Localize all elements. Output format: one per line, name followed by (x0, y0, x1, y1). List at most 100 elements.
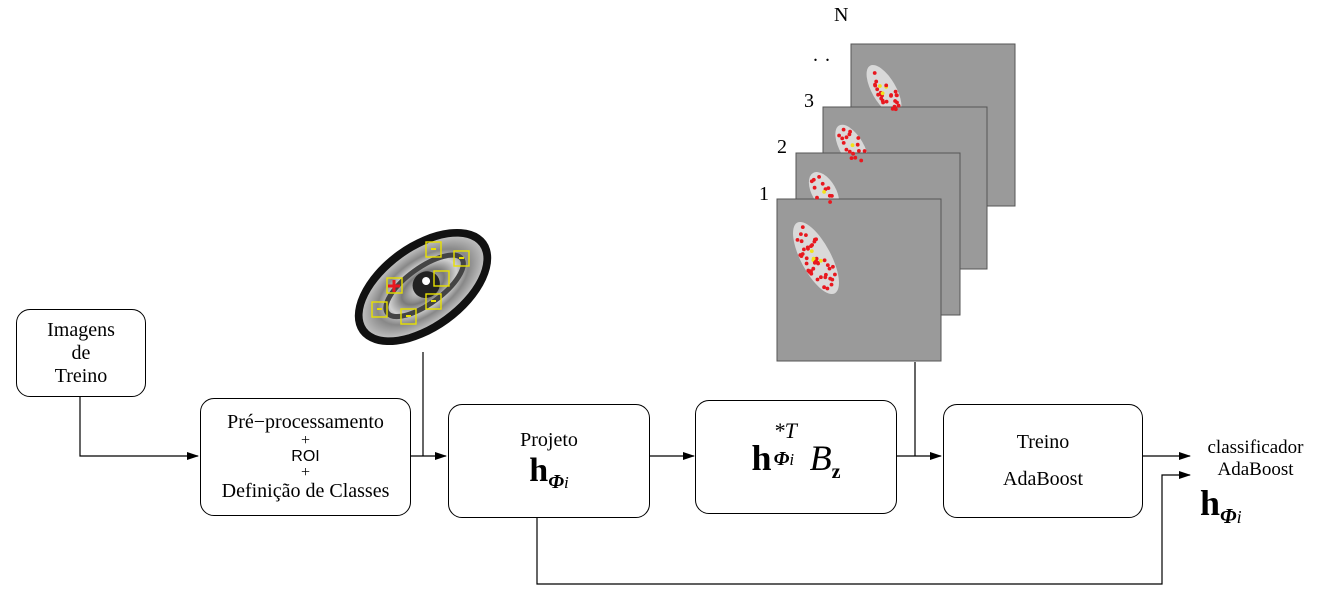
scatter-dot (813, 237, 817, 242)
scatter-dot (884, 99, 889, 104)
scatter-dot (895, 93, 899, 98)
scatter-dot (862, 149, 867, 153)
stack-label-1: 1 (759, 183, 769, 205)
scatter-dot (819, 275, 823, 280)
feedback-line-projeto-to-output (536, 471, 1191, 585)
scatter-dot (828, 200, 832, 204)
scatter-dot (815, 195, 819, 200)
scatter-dot (802, 247, 806, 252)
scatter-dot (849, 156, 854, 161)
scatter-dot (829, 282, 834, 287)
scatter-dot (825, 263, 830, 267)
scatter-dot (815, 260, 820, 265)
scatter-dot (837, 133, 841, 138)
scatter-dot (804, 261, 809, 266)
scatter-dot (896, 103, 901, 108)
scatter-dot (811, 266, 816, 271)
scatter-dot (827, 193, 832, 198)
scatter-dot (889, 94, 893, 98)
scatter-dot (893, 89, 898, 94)
scatter-dot (799, 232, 803, 237)
scatter-dot (809, 249, 814, 254)
scatter-dot (844, 135, 849, 140)
formula-h: h (751, 437, 772, 478)
formula-B: B (809, 437, 832, 478)
treino-line1: Treino (1016, 431, 1070, 453)
projeto-math-phi: Φ (548, 471, 564, 494)
scatter-dot (859, 158, 864, 163)
box-projeto: Projeto hΦi (448, 404, 650, 518)
scatter-dot (799, 239, 804, 244)
scatter-dot (895, 100, 899, 105)
scatter-dot (822, 258, 827, 263)
preproc-line3: Definição de Classes (221, 480, 390, 503)
scatter-dot (811, 256, 816, 261)
eye-roi-image (354, 228, 492, 346)
scatter-dot (815, 277, 820, 282)
output-math-phi: Φ (1220, 504, 1237, 529)
projeto-math-i: i (563, 473, 569, 493)
formula-phi: Φ (773, 447, 790, 470)
output-math: hΦi (1200, 483, 1242, 529)
scatter-dot (817, 175, 821, 179)
box-preprocessamento: Pré−processamento + ROI + Definição de C… (200, 398, 411, 516)
scatter-dot (804, 233, 808, 238)
roi-box-centers (377, 248, 464, 317)
scatter-dot (822, 285, 826, 290)
formula-i: i (789, 449, 795, 469)
scatter-dot (800, 252, 805, 256)
roi-boxes (371, 241, 470, 325)
stack-label-2: 2 (777, 136, 787, 158)
treino-line2: AdaBoost (1003, 468, 1083, 490)
output-math-h: h (1200, 483, 1221, 523)
scatter-dot (844, 147, 849, 152)
imagens-line1: Imagens (47, 318, 115, 341)
scatter-dot (812, 185, 817, 190)
scatter-dot (893, 107, 898, 112)
scatter-dot (795, 238, 800, 242)
preproc-plus1: + (300, 431, 311, 449)
scatter-dot (848, 129, 852, 134)
scatter-dot (873, 82, 877, 87)
stack-label-3: 3 (804, 90, 814, 112)
scatter-dot (805, 245, 810, 250)
scatter-dot (881, 100, 885, 105)
scatter-dot (847, 149, 852, 154)
imagens-line3: Treino (54, 364, 108, 387)
scatter-dot (853, 155, 858, 160)
scatter-dot (857, 149, 861, 153)
panel-1 (776, 198, 942, 362)
scatter-dot (825, 286, 830, 291)
scatter-dot (823, 275, 828, 280)
scatter-dot (822, 190, 826, 194)
scatter-dot (800, 225, 805, 230)
projeto-math-h: h (529, 451, 549, 489)
scatter-dot (830, 277, 835, 282)
scatter-dot (809, 271, 814, 276)
scatter-dot (855, 142, 860, 147)
scatter-dot (820, 181, 825, 186)
box-treino-adaboost: Treino AdaBoost (943, 404, 1143, 518)
output-math-i: i (1236, 507, 1242, 528)
red-cross-marker (388, 280, 400, 292)
arrow-imagens-to-preproc (79, 397, 199, 460)
scatter-dot (841, 127, 846, 132)
connectors (79, 352, 1191, 585)
scatter-dot (826, 186, 831, 191)
scatter-dots (795, 71, 901, 291)
scatter-dot (884, 83, 889, 88)
projeto-math: hΦi (529, 452, 568, 494)
imagens-line2: de (71, 341, 91, 364)
stack-label-dots: . . (813, 44, 831, 66)
preproc-line1: Pré−processamento (227, 410, 384, 433)
scatter-dot (806, 268, 811, 273)
scatter-dot (823, 187, 828, 192)
projeto-title: Projeto (520, 428, 578, 451)
output-classifier: classificador AdaBoost (1198, 437, 1313, 481)
scatter-dot (841, 141, 846, 145)
output-line1: classificador (1207, 437, 1304, 458)
scatter-dot (818, 258, 823, 263)
